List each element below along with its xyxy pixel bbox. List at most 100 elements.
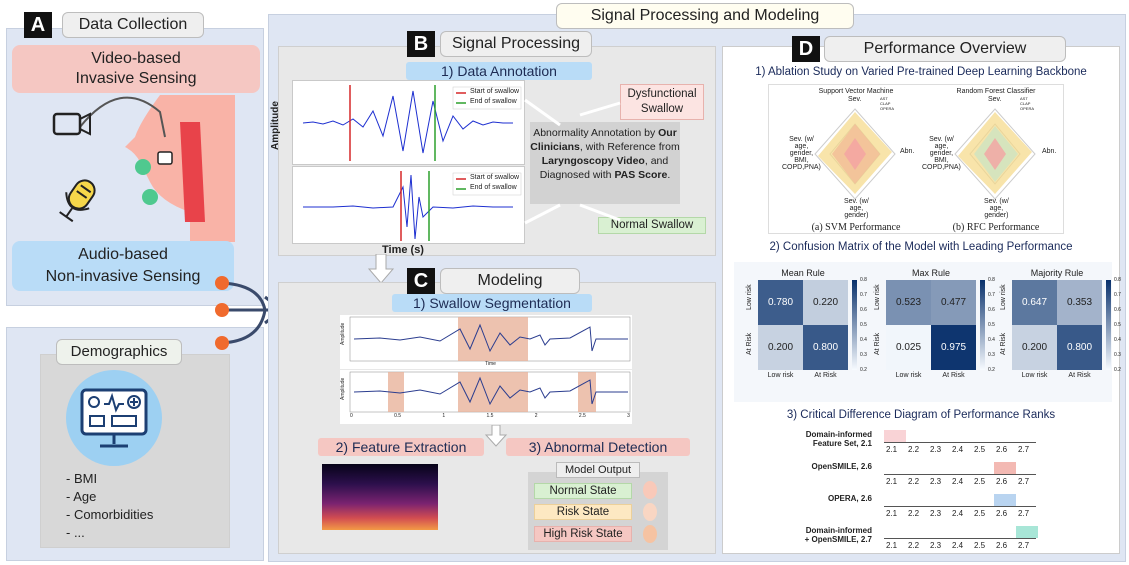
waveform-top-svg <box>302 85 522 161</box>
connector-dot <box>215 303 229 317</box>
cm-col-label: At Risk <box>942 372 965 379</box>
cm-cell: 0.477 <box>931 280 976 325</box>
cd-tick-label: 2.1 <box>886 445 898 454</box>
radar-svm <box>814 108 896 200</box>
radar-rfc-caption: (b) RFC Performance <box>952 222 1040 233</box>
demographics-title: Demographics <box>56 339 182 365</box>
cm-colorbar <box>1106 280 1111 370</box>
cm-col-label: Low risk <box>895 372 922 379</box>
panel-a-letter: A <box>24 12 52 38</box>
cd-tick-label: 2.3 <box>930 541 942 550</box>
cm-cell: 0.800 <box>1057 325 1102 370</box>
seg-tick: 2.5 <box>578 413 586 419</box>
radar-axis-left: Sev. (w/ age, gender, BMI, COPD,PNA) <box>922 136 961 171</box>
segment-highlight <box>578 372 596 412</box>
state-normal: Normal State <box>534 483 632 499</box>
cd-tick-label: 2.3 <box>930 477 942 486</box>
cd-row-label: Domain-informed Feature Set, 2.1 <box>805 430 872 448</box>
panel-c-step3: 3) Abnormal Detection <box>506 438 690 456</box>
seg-tick: 1 <box>442 413 446 419</box>
cd-tick-label: 2.4 <box>952 509 964 518</box>
demographics-item: - BMI <box>66 471 98 486</box>
cd-tick-label: 2.1 <box>886 541 898 550</box>
state-throat-icons <box>643 481 657 543</box>
annotation-pas: PAS Score <box>614 169 668 181</box>
seg-tick: 0.5 <box>394 413 402 419</box>
down-arrow-icon <box>368 254 394 284</box>
cm-colorbar-tick: 0.2 <box>988 367 995 373</box>
waveform-bottom-signal <box>303 174 513 240</box>
cd-tick-label: 2.6 <box>996 509 1008 518</box>
video-sensing-label: Video-based Invasive Sensing <box>12 45 260 93</box>
seg-tick: 0 <box>350 413 353 419</box>
cm-row-label: At Risk <box>1000 332 1007 355</box>
cm-row-label: Low risk <box>1000 284 1007 310</box>
state-risk: Risk State <box>534 504 632 520</box>
radar-legend-item: OPERA <box>1020 106 1035 111</box>
cm-colorbar-tick: 0.7 <box>860 292 867 298</box>
cm-col-label: Low risk <box>767 372 794 379</box>
user-icon <box>88 396 100 408</box>
sensor-dot <box>135 159 151 175</box>
radar-axis-bottom: Sev. (w/ age, gender) <box>984 198 1009 219</box>
cm-cell: 0.220 <box>803 280 848 325</box>
cm-colorbar-tick: 0.8 <box>988 277 995 283</box>
cm-colorbar-tick: 0.2 <box>1114 367 1121 373</box>
chart-icon <box>89 415 105 427</box>
segment-highlight <box>388 372 404 412</box>
seg-ticks: 0 0.5 1 1.5 2 2.5 3 <box>350 413 630 419</box>
waveform-top: Start of swallow End of swallow <box>292 80 525 165</box>
segment-signal <box>353 323 628 353</box>
radar-rfc-title: Random Forest Classifier <box>956 88 1036 95</box>
demographics-item: - ... <box>66 525 85 540</box>
radar-axis-top: Sev. <box>848 96 862 103</box>
cd-tick-label: 2.1 <box>886 509 898 518</box>
cm-cell: 0.647 <box>1012 280 1057 325</box>
cd-tick-label: 2.7 <box>1018 445 1030 454</box>
cm-colorbar-tick: 0.7 <box>1114 292 1121 298</box>
radar-rfc <box>954 108 1036 200</box>
annotation-clinicians: Our Clinicians <box>530 127 677 153</box>
cm-colorbar-tick: 0.4 <box>1114 337 1121 343</box>
cm-title: Max Rule <box>911 268 950 278</box>
cd-tick-label: 2.7 <box>1018 509 1030 518</box>
panel-c-title: Modeling <box>440 268 580 294</box>
cm-colorbar-tick: 0.3 <box>860 352 867 358</box>
panel-d-title: Performance Overview <box>824 36 1066 62</box>
radar-svm-caption: (a) SVM Performance <box>811 222 901 233</box>
panel-c-letter: C <box>407 268 435 294</box>
cm-colorbar-tick: 0.5 <box>860 322 867 328</box>
annotation-box: Abnormality Annotation by Our Clinicians… <box>530 122 680 204</box>
panel-a-title: Data Collection <box>62 12 204 38</box>
segmentation-plot-top: Amplitude Time <box>340 315 632 369</box>
cm-cell: 0.025 <box>886 325 931 370</box>
cm-row-label: Low risk <box>746 284 753 310</box>
radar-legend-item: OPERA <box>880 106 895 111</box>
split-arrow-icon <box>484 425 508 447</box>
cd-tick-label: 2.6 <box>996 541 1008 550</box>
cd-tick-label: 2.5 <box>974 509 986 518</box>
radar-series-ast <box>844 138 866 170</box>
cm-cell: 0.975 <box>931 325 976 370</box>
risk-throat-icon <box>643 503 657 521</box>
normal-swallow-label: Normal Swallow <box>598 217 706 234</box>
panel-d-letter: D <box>792 36 820 62</box>
radar-legend-item: AST <box>880 96 888 101</box>
cd-axis-line <box>884 442 1036 443</box>
cd-row-label: Domain-informed + OpenSMILE, 2.7 <box>804 526 872 544</box>
cm-colorbar-tick: 0.6 <box>860 307 867 313</box>
cd-rank-marker <box>1016 526 1038 538</box>
cm-colorbar-tick: 0.8 <box>1114 277 1121 283</box>
cm-colorbar-tick: 0.5 <box>1114 322 1121 328</box>
cd-tick-label: 2.4 <box>952 445 964 454</box>
radar-legend-item: CLAP <box>1020 101 1031 106</box>
annotation-text: , with Reference from <box>579 141 680 153</box>
segment-highlight <box>458 317 528 361</box>
high-risk-throat-icon <box>643 525 657 543</box>
segment-signal <box>353 376 628 406</box>
monitor-illustration <box>66 370 162 466</box>
cd-tick-label: 2.5 <box>974 541 986 550</box>
panel-b-step1: 1) Data Annotation <box>406 62 592 80</box>
panel-c-step2: 2) Feature Extraction <box>318 438 484 456</box>
annotation-text: . <box>667 169 671 181</box>
